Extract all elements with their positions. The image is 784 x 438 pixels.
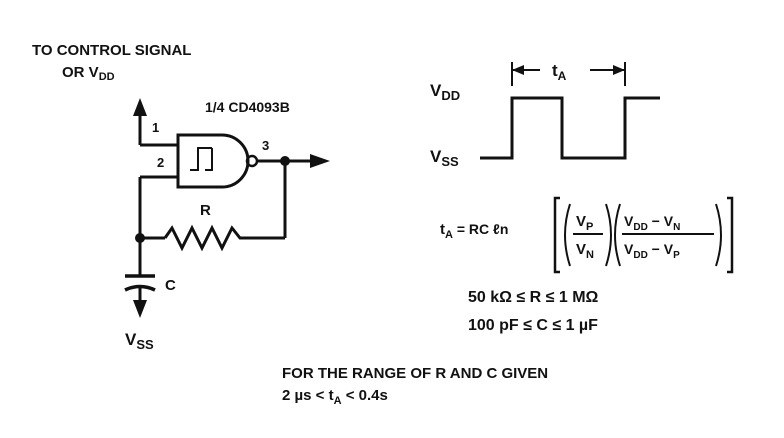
period-arrow-left-icon	[512, 65, 524, 75]
frac2-paren-right	[715, 203, 722, 267]
frac1-paren-right	[605, 203, 612, 267]
range-note-line1: FOR THE RANGE OF R AND C GIVEN	[282, 365, 548, 382]
ground-arrow-icon	[133, 300, 147, 318]
period-arrow-right-icon	[613, 65, 625, 75]
capacitor-range-text: 100 pF ≤ C ≤ 1 µF	[468, 317, 598, 334]
waveform-vss-label: VSS	[430, 147, 459, 169]
control-signal-label-line1: TO CONTROL SIGNAL	[32, 42, 191, 59]
resistor-range-text: 50 kΩ ≤ R ≤ 1 MΩ	[468, 289, 599, 306]
output-arrow-icon	[310, 154, 330, 168]
frac1-paren-left	[564, 203, 571, 267]
frac2-paren-left	[614, 203, 621, 267]
equation-outer-bracket-right	[727, 196, 734, 274]
capacitor-label: C	[165, 277, 176, 294]
control-signal-label-line2: OR VDD	[62, 64, 115, 83]
gate-part-label: 1/4 CD4093B	[205, 99, 290, 115]
frac1-numerator: VP	[576, 213, 593, 233]
square-wave-trace	[480, 96, 660, 160]
frac2-denominator: VDD − VP	[624, 241, 680, 261]
equation-outer-bracket-left	[553, 196, 560, 274]
frac2-numerator: VDD − VN	[624, 213, 680, 233]
frac1-denominator: VN	[576, 241, 594, 261]
resistor-label: R	[200, 202, 211, 219]
pin1-label: 1	[152, 120, 159, 135]
pin1-arrow-icon	[133, 98, 147, 116]
pin3-label: 3	[262, 138, 269, 153]
waveform-vdd-label: VDD	[430, 81, 460, 103]
period-label: tA	[552, 61, 567, 83]
capacitor-plate-bottom	[124, 284, 156, 292]
pin2-label: 2	[157, 155, 164, 170]
equation-lhs: tA = RC ℓn	[440, 221, 508, 241]
vss-ground-label: VSS	[125, 330, 154, 352]
range-note-line2: 2 µs < tA < 0.4s	[282, 387, 388, 407]
resistor-symbol	[163, 224, 245, 252]
schmitt-hysteresis-icon	[190, 147, 213, 171]
